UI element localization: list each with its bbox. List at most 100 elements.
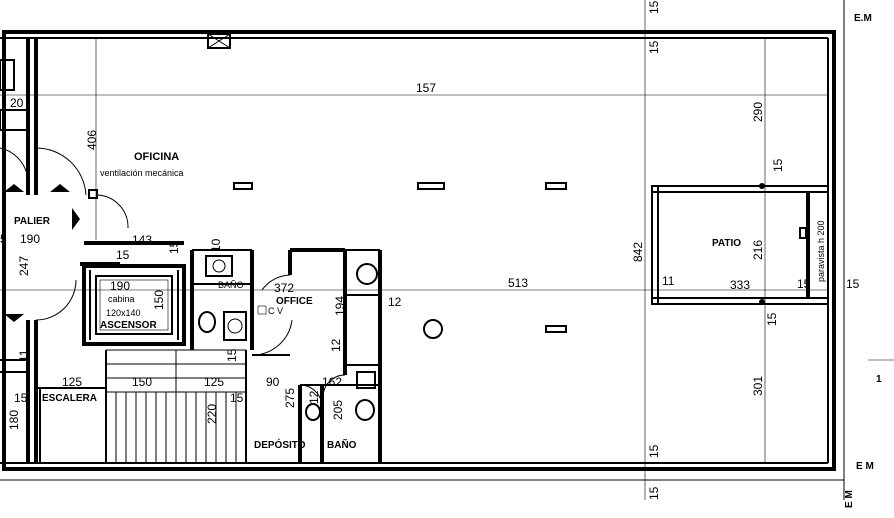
dim-150: 150 xyxy=(152,290,166,310)
bidet-bowl-icon xyxy=(227,318,243,334)
dim-194: 194 xyxy=(333,296,347,316)
paravista-block xyxy=(799,227,807,239)
dim-12: 12 xyxy=(329,338,343,352)
dim-10: 10 xyxy=(209,238,223,252)
room-label-oficina: OFICINA xyxy=(134,151,179,163)
dim-5: 5 xyxy=(0,232,7,246)
elevator-shaft xyxy=(82,264,186,346)
room-label-escalera: ESCALERA xyxy=(42,393,97,404)
label-paravista: paravista h 200 xyxy=(816,220,826,282)
dim-333: 333 xyxy=(730,278,750,292)
dimensions: 157 406 20 190 5 247 143 15 10 190 150 1… xyxy=(0,0,860,500)
door-swing xyxy=(35,147,87,196)
patio-corner-icon xyxy=(759,299,765,305)
door-swing xyxy=(95,194,129,229)
elevator-cabin xyxy=(95,275,173,335)
dim-12: 12 xyxy=(388,295,402,309)
patio-corner-icon xyxy=(759,183,765,189)
dim-162: 162 xyxy=(322,375,342,389)
fixtures xyxy=(207,33,567,339)
dim-15: 15 xyxy=(225,348,239,362)
arrow-up-icon xyxy=(50,184,70,192)
dim-290: 290 xyxy=(751,102,765,122)
toilet-icon xyxy=(355,399,375,421)
room-label-cabina-size: 120x140 xyxy=(106,308,141,318)
dim-11: 11 xyxy=(17,349,31,362)
labels: OFICINA ventilación mecánica PALIER cabi… xyxy=(14,13,882,508)
dim-406: 406 xyxy=(85,130,99,150)
arrow-right-icon xyxy=(72,208,80,230)
dim-20: 20 xyxy=(10,96,24,110)
door-swing xyxy=(322,374,346,398)
outer-wall xyxy=(2,30,836,471)
dim-15: 15 xyxy=(116,248,130,262)
sink-icon xyxy=(305,403,321,421)
marker-em: E M xyxy=(856,461,874,472)
core-walls xyxy=(0,38,184,463)
washbasin-icon xyxy=(356,371,376,389)
light-fixture-icon xyxy=(417,182,445,190)
wall-stub xyxy=(0,59,15,91)
dim-15: 15 xyxy=(647,40,661,54)
vent-grille-icon xyxy=(207,33,231,49)
room-label-deposito: DEPÓSITO xyxy=(254,438,306,451)
dim-157: 157 xyxy=(416,81,436,95)
door-swing xyxy=(251,319,293,356)
dim-15: 15 xyxy=(647,444,661,458)
dim-15: 15 xyxy=(846,277,860,291)
dim-247: 247 xyxy=(17,256,31,276)
toilet-icon xyxy=(198,311,216,333)
dim-15: 15 xyxy=(230,391,244,405)
light-fixture-icon xyxy=(545,182,567,190)
dim-12: 12 xyxy=(307,390,321,404)
axis-lines xyxy=(0,0,828,500)
patio-outline xyxy=(651,185,829,305)
dim-216: 216 xyxy=(751,240,765,260)
dim-125: 125 xyxy=(62,375,82,389)
dim-513: 513 xyxy=(508,276,528,290)
light-fixture-icon xyxy=(233,182,253,190)
room-label-ascensor: ASCENSOR xyxy=(100,320,157,331)
dim-301: 301 xyxy=(751,376,765,396)
sink-icon xyxy=(205,255,233,277)
section-marker: 1 xyxy=(876,374,882,385)
marker-em: E M xyxy=(844,490,855,508)
dim-15: 15 xyxy=(765,312,779,326)
dim-205: 205 xyxy=(331,400,345,420)
dim-180: 180 xyxy=(7,410,21,430)
dim-15: 15 xyxy=(771,158,785,172)
room-label-bano: BAÑO xyxy=(218,280,244,290)
staircase xyxy=(36,349,247,463)
dim-275: 275 xyxy=(283,388,297,408)
marker-em: E.M xyxy=(854,13,872,24)
dim-842: 842 xyxy=(631,242,645,262)
room-label-palier: PALIER xyxy=(14,216,51,227)
arrow-down-icon xyxy=(4,314,24,322)
dim-220: 220 xyxy=(205,404,219,424)
dim-90: 90 xyxy=(266,375,280,389)
column xyxy=(88,189,98,199)
dim-150: 150 xyxy=(132,375,152,389)
kitchen-sink-icon xyxy=(356,263,378,285)
sink-bowl-icon xyxy=(212,259,226,273)
room-label-office: OFFICE xyxy=(276,296,313,307)
room-label-cabina: cabina xyxy=(108,294,135,304)
door-swing xyxy=(0,147,29,181)
patio xyxy=(651,183,829,305)
dim-125: 125 xyxy=(204,375,224,389)
dim-11: 11 xyxy=(662,274,675,288)
dim-143: 143 xyxy=(132,233,152,247)
dim-15: 15 xyxy=(647,0,661,14)
column-round-icon xyxy=(423,319,443,339)
door-swing xyxy=(261,274,291,291)
dim-190: 190 xyxy=(20,232,40,246)
dim-15: 15 xyxy=(14,391,28,405)
arrow-up-icon xyxy=(4,184,24,192)
elevator xyxy=(82,264,186,346)
outer-walls xyxy=(0,0,894,500)
vent-grille-cross xyxy=(207,33,231,49)
dim-372: 372 xyxy=(274,281,294,295)
door-swing xyxy=(299,384,323,408)
room-label-patio: PATIO xyxy=(712,238,741,249)
